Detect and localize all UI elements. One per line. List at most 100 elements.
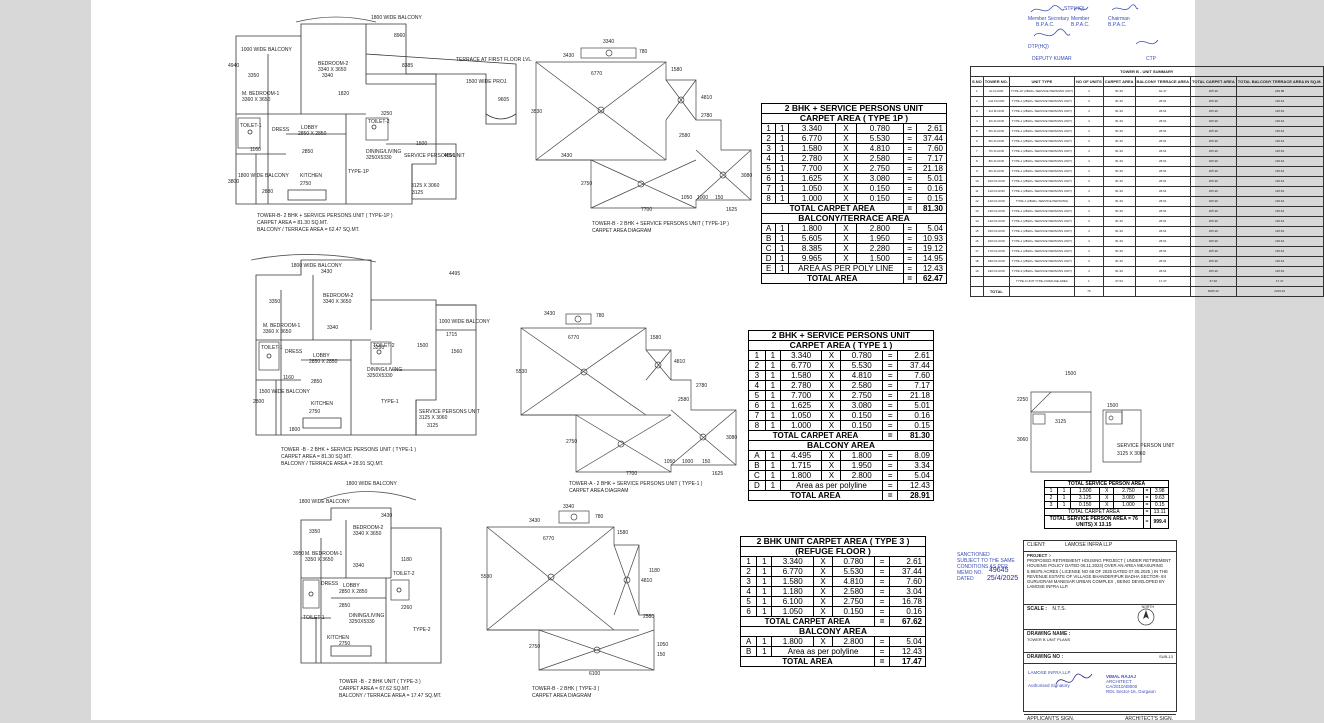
table-cell: 1 xyxy=(764,470,781,481)
table-subtitle: CARPET AREA ( TYPE 1P ) xyxy=(761,113,947,124)
architect-sign-label: ARCHITECT'S SIGN. xyxy=(1125,716,1173,722)
carpet-area-diagram-type-1: 3430 780 6770 1580 5530 4810 2780 2580 2… xyxy=(516,310,741,480)
table-cell: X xyxy=(1099,487,1115,495)
table-cell: X xyxy=(834,153,858,164)
table-cell: 13th FLOOR xyxy=(982,206,1010,217)
table-cell: 14th FLOOR xyxy=(982,216,1010,227)
plan-label: 3250X5330 xyxy=(367,373,393,379)
subtotal-value: 13.11 xyxy=(1150,508,1169,516)
table-cell: 28.91 xyxy=(1134,256,1191,267)
table-cell: X xyxy=(834,233,858,244)
table-cell: 1.180 xyxy=(771,586,815,597)
plan-label: 3125 X 3060 xyxy=(1117,451,1146,457)
table-cell: TYPE-1 (2BHK+ SERVICE PERSONS UNIT) xyxy=(1008,206,1075,217)
table-cell: 5.04 xyxy=(889,636,926,647)
grand-total-row: TOTAL AREA=17.47 xyxy=(740,656,926,667)
table-cell: 1 xyxy=(1057,487,1071,495)
table-cell: 67.62 xyxy=(1189,276,1237,287)
drawing-no: SUB-13 xyxy=(1158,654,1173,659)
table-cell: 3.080 xyxy=(856,173,904,184)
dimension: 780 xyxy=(639,49,648,55)
total-value: 999.4 xyxy=(1150,515,1169,529)
table-cell: = xyxy=(873,556,891,567)
dimension: 3430 xyxy=(563,53,575,59)
table-cell: 0.16 xyxy=(889,606,926,617)
table-cell: 4.810 xyxy=(832,576,875,587)
seal-text: LAMOSE INFRA LLP xyxy=(1028,670,1071,675)
unit-summary-table: TOWER B - UNIT SUMMARY S.NO TOWER NO. UN… xyxy=(970,66,1324,297)
table-cell: = xyxy=(873,636,891,647)
table-cell: 81.30 xyxy=(1102,96,1136,107)
plan-caption-balcony: BALCONY / TERRACE AREA = 62.47 SQ.MT. xyxy=(257,227,360,233)
table-title: 2 BHK UNIT CARPET AREA ( TYPE 3 ) xyxy=(740,536,926,547)
diagram-caption-subtitle: CARPET AREA DIAGRAM xyxy=(569,488,629,494)
table-cell: 115.64 xyxy=(1235,116,1324,127)
drawing-name-label: DRAWING NAME : xyxy=(1027,631,1071,637)
table-cell: D xyxy=(760,253,777,264)
table-cell: = xyxy=(902,233,917,244)
plan-label: 3250X5330 xyxy=(349,619,375,625)
grand-total-label: TOTAL AREA xyxy=(747,490,884,501)
table-cell: 81.30 xyxy=(1102,256,1136,267)
table-cell: 2 xyxy=(970,96,984,107)
table-cell: 325.20 xyxy=(1189,256,1237,267)
table-cell: 0.150 xyxy=(856,193,904,204)
plan-label: TOILET-2 xyxy=(393,571,415,577)
table-cell: 11 xyxy=(970,186,984,197)
plan-label: SERVICE PERSON UNIT xyxy=(1117,443,1175,449)
table-cell: 2 xyxy=(760,133,777,144)
stamp-text: Member xyxy=(1071,16,1090,22)
table-cell: 8 xyxy=(970,156,984,167)
total-row: TOTAL CARPET AREA=81.30 xyxy=(761,203,948,214)
table-cell: 1.715 xyxy=(779,460,823,471)
table-cell: 115.64 xyxy=(1235,156,1324,167)
total-row: TOTAL CARPET AREA=67.62 xyxy=(740,616,926,627)
table-cell: X xyxy=(834,253,858,264)
grand-total-value: 28.91 xyxy=(897,490,934,501)
table-cell xyxy=(982,276,1010,287)
table-cell: 7th FLOOR xyxy=(982,146,1010,157)
plan-label: 3340 X 3650 xyxy=(323,299,352,305)
stamp-text: Member Secretary xyxy=(1028,16,1070,22)
table-cell: X xyxy=(834,123,858,134)
table-cell: 1.000 xyxy=(788,193,836,204)
table-cell: = xyxy=(1142,487,1152,495)
table-cell: 14 xyxy=(970,216,984,227)
plan-label: DRESS xyxy=(272,127,290,133)
table-cell: 1 xyxy=(764,350,781,361)
table-cell: 14.95 xyxy=(915,253,948,264)
table-cell: 3 xyxy=(1044,501,1058,509)
table-cell: 1 xyxy=(748,350,766,361)
plan-label: 2850 X 2850 xyxy=(339,589,368,595)
dimension: 3350 xyxy=(248,73,260,79)
table-cell: 1 xyxy=(764,420,781,431)
summary-total-cell: 2319.91 xyxy=(1235,286,1324,297)
table-cell: 2.750 xyxy=(832,596,875,607)
seal-text: ARCHITECT xyxy=(1106,679,1132,684)
dimension: 3430 xyxy=(381,513,393,519)
table-cell: 81.30 xyxy=(1102,86,1136,97)
table-cell: 81.30 xyxy=(1102,206,1136,217)
table-cell: 81.30 xyxy=(1102,156,1136,167)
summary-header: BALCONY TERRACE AREA xyxy=(1134,76,1191,87)
table-cell: 81.30 xyxy=(1102,146,1136,157)
seal-text: RDL Sector-16, Gurgaon xyxy=(1106,689,1156,694)
plan-caption-title: TOWER-B- 2 BHK + SERVICE PERSONS UNIT ( … xyxy=(257,213,393,219)
table-cell: 3.080 xyxy=(840,400,884,411)
table-cell: 7.700 xyxy=(779,390,823,401)
dimension: 8960 xyxy=(394,33,406,39)
dimension: 1050 xyxy=(657,642,669,648)
table-cell: 28.91 xyxy=(1134,246,1191,257)
stamp-text: STP(HQ) xyxy=(1064,6,1085,12)
signature-row: LAMOSE INFRA LLP Authorised Signatory VI… xyxy=(1024,664,1176,714)
table-cell: = xyxy=(902,153,917,164)
table-cell: 325.20 xyxy=(1189,106,1237,117)
dimension: 3080 xyxy=(741,173,753,179)
